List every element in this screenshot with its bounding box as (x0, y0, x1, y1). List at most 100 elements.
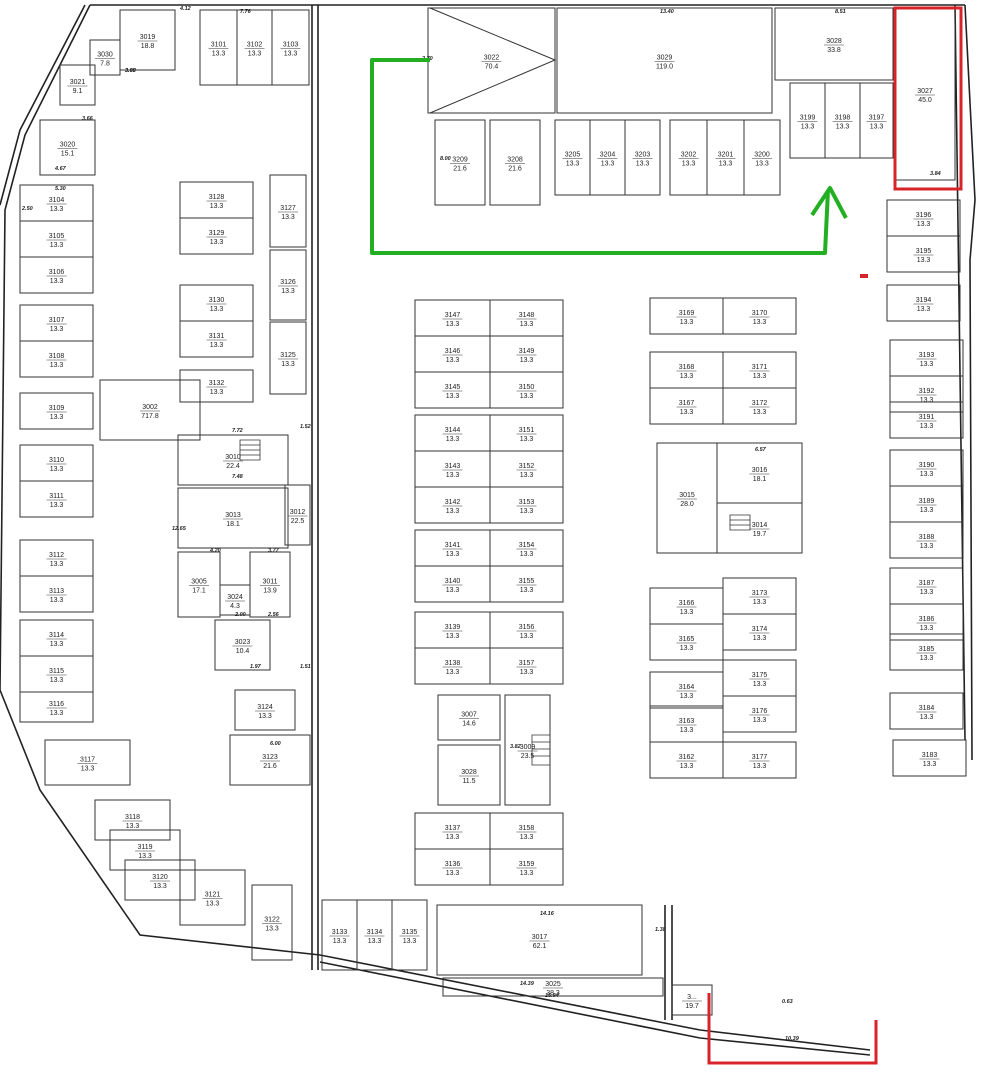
room-number: 3020 (60, 142, 76, 149)
room-number: 3205 (565, 152, 581, 159)
dimension-label: 8.00 (440, 156, 451, 162)
room-outline (19, 392, 94, 430)
room-area: 13.3 (917, 221, 931, 228)
room-3012: 3012 22.5 (284, 484, 311, 546)
room-number: 3106 (49, 269, 65, 276)
room-area: 13.3 (210, 389, 224, 396)
dimension-label: 1.38 (655, 927, 667, 933)
room-number: 3148 (519, 312, 535, 319)
room-outline (214, 619, 271, 671)
dimension-label: 1.52 (300, 424, 311, 430)
room-number: 3121 (205, 892, 221, 899)
room-area: 9.1 (73, 88, 83, 95)
room-number: 3012 (290, 509, 306, 516)
room-number: 3155 (519, 578, 535, 585)
room-number: 3114 (49, 632, 64, 639)
room-outline (722, 387, 797, 425)
room-area: 13.3 (50, 466, 64, 473)
room-number: 3146 (445, 348, 461, 355)
room-number: 3131 (209, 333, 225, 340)
room-number: 3195 (916, 248, 932, 255)
room-area: 13.3 (836, 124, 850, 131)
room-area: 13.3 (446, 321, 460, 328)
room-number: 3204 (600, 152, 616, 159)
room-number: 3208 (507, 157, 523, 164)
room-number: 3024 (227, 594, 243, 601)
room-number: 3159 (519, 861, 535, 868)
room-number: 3144 (445, 427, 461, 434)
room-number: 3123 (262, 754, 278, 761)
room-area: 13.3 (50, 502, 64, 509)
room-area: 13.3 (281, 361, 295, 368)
room-number: 3029 (657, 55, 673, 62)
room-area: 13.3 (446, 357, 460, 364)
room-outline (284, 484, 311, 546)
room-outline (177, 434, 289, 486)
room-number: 3150 (519, 384, 535, 391)
room-area: 13.3 (917, 306, 931, 313)
room-area: 13.3 (210, 239, 224, 246)
room-number: 3005 (191, 579, 207, 586)
rooms-layer: 301918.830307.830219.1302015.1310113.331… (19, 6, 967, 1042)
room-area: 21.6 (263, 763, 277, 770)
room-outline (722, 297, 797, 335)
room-area: 21.6 (508, 166, 522, 173)
room-area: 13.3 (153, 883, 167, 890)
room-outline (889, 603, 964, 641)
room-outline (94, 799, 171, 841)
dimension-label: 3.66 (82, 116, 94, 122)
room-outline (124, 859, 196, 901)
room-number: 3101 (211, 42, 227, 49)
room-number: 3120 (152, 874, 168, 881)
highlight-marks (707, 6, 963, 1065)
dimension-label: 1.97 (250, 664, 262, 670)
room-3147: 3147 13.3 (414, 299, 491, 337)
room-outline (109, 829, 181, 871)
room-area: 13.3 (50, 326, 64, 333)
room-area: 70.4 (485, 64, 499, 71)
room-number: 3191 (919, 414, 935, 421)
room-area: 13.3 (50, 278, 64, 285)
room-outline (437, 694, 501, 741)
room-outline (99, 379, 201, 441)
room-number: 3125 (280, 352, 296, 359)
room-number: 3175 (752, 672, 768, 679)
dimension-label: 14.16 (540, 911, 555, 917)
room-number: 3109 (49, 405, 65, 412)
room-number: 3147 (445, 312, 461, 319)
room-number: 3136 (445, 861, 461, 868)
room-number: 3157 (519, 660, 535, 667)
room-area: 22.5 (291, 518, 305, 525)
room-area: 13.3 (520, 436, 534, 443)
room-outline (19, 575, 94, 613)
room-area: 13.3 (50, 242, 64, 249)
room-number: 3015 (679, 492, 695, 499)
room-area: 13.3 (520, 508, 534, 515)
room-area: 17.1 (192, 588, 206, 595)
room-area: 13.9 (263, 588, 277, 595)
room-area: 13.3 (680, 763, 694, 770)
room-area: 13.3 (446, 669, 460, 676)
room-area: 13.3 (281, 288, 295, 295)
room-outline (489, 647, 564, 685)
